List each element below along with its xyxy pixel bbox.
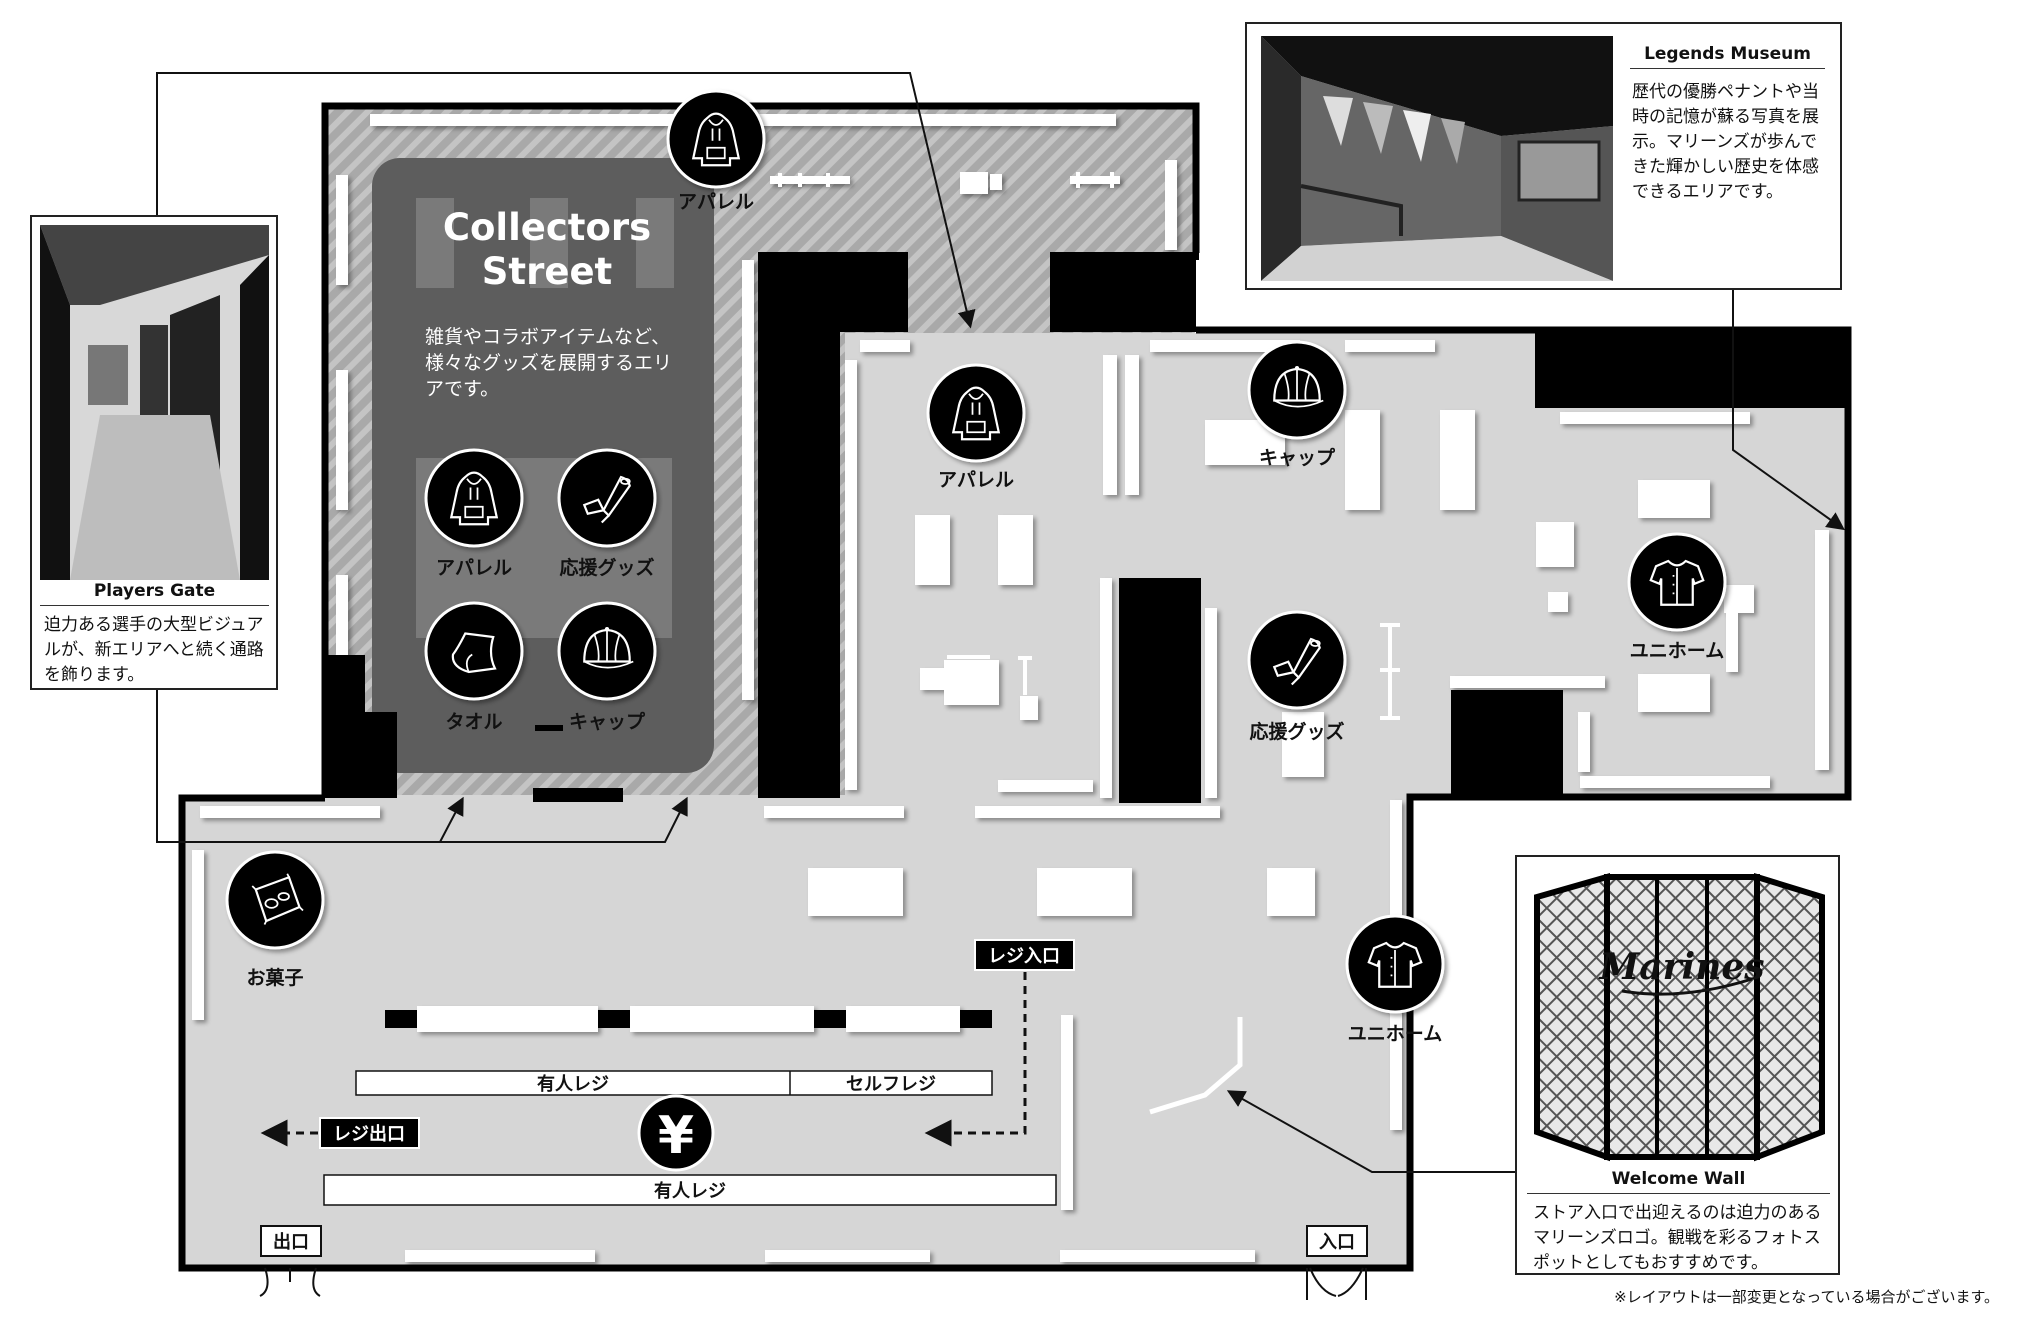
zone-cap-right: キャップ	[1247, 340, 1347, 469]
zone-markers: アパレル アパレル 応援グッズ タオル キャップ	[225, 89, 1727, 1045]
zone-uniform-right: ユニホーム	[1627, 532, 1727, 662]
zone-towel: タオル	[424, 601, 524, 733]
svg-text:入口: 入口	[1319, 1232, 1355, 1253]
svg-text:応援グッズ: 応援グッズ	[559, 556, 654, 579]
svg-text:アパレル: アパレル	[938, 469, 1014, 491]
entrance-door: 入口	[1306, 1225, 1368, 1300]
svg-text:出口: 出口	[273, 1231, 309, 1253]
register-area: 有人レジ セルフレジ 有人レジ ¥ レジ入口 レジ出口	[260, 939, 1075, 1206]
players-gate-photo	[40, 225, 269, 580]
svg-text:アパレル: アパレル	[436, 557, 512, 579]
zone-cheering-goods-collectors: 応援グッズ	[557, 448, 657, 579]
legends-museum-description: 歴代の優勝ペナントや当時の記憶が蘇る写真を展示。マリーンズが歩んできた輝かしい歴…	[1632, 82, 1819, 202]
svg-text:ユニホーム: ユニホーム	[1630, 640, 1724, 662]
callout-connectors	[156, 72, 1845, 1173]
svg-text:キャップ: キャップ	[569, 710, 646, 733]
zone-apparel-top: アパレル	[666, 89, 766, 213]
collectors-street-description: 雑貨やコラボアイテムなど、様々なグッズを展開するエリアです。	[425, 326, 673, 400]
svg-text:レジ入口: レジ入口	[988, 946, 1060, 967]
exit-door: 出口	[259, 1225, 322, 1297]
yen-icon: ¥	[637, 1094, 715, 1172]
welcome-wall-description: ストア入口で出迎えるのは迫力のあるマリーンズロゴ。観戦を彩るフォトスポットとして…	[1533, 1203, 1822, 1273]
svg-text:ユニホーム: ユニホーム	[1348, 1023, 1442, 1045]
fixtures	[192, 114, 1829, 1262]
players-gate-description: 迫力ある選手の大型ビジュアルが、新エリアへと続く通路を飾ります。	[44, 615, 264, 685]
marines-logo: Marines	[1597, 946, 1764, 988]
svg-text:レジ出口: レジ出口	[333, 1123, 405, 1145]
svg-text:キャップ: キャップ	[1259, 446, 1336, 469]
stands	[778, 172, 1400, 1115]
register-entrance-tag: レジ入口	[974, 939, 1075, 971]
wall-blocks	[325, 252, 1848, 1028]
self-register-label: セルフレジ	[846, 1074, 936, 1095]
players-gate-callout: Players Gate 迫力ある選手の大型ビジュアルが、新エリアへと続く通路を…	[30, 215, 278, 690]
zone-cap-collectors: キャップ	[557, 601, 657, 733]
legends-museum-title: Legends Museum	[1630, 44, 1825, 69]
zone-apparel-right: アパレル	[926, 363, 1026, 491]
players-gate-title: Players Gate	[40, 581, 269, 606]
register-counter-1	[355, 1070, 993, 1096]
legends-museum-photo	[1261, 36, 1613, 281]
welcome-wall-title: Welcome Wall	[1527, 1169, 1830, 1194]
svg-text:¥: ¥	[658, 1106, 694, 1166]
legends-museum-callout: Legends Museum 歴代の優勝ペナントや当時の記憶が蘇る写真を展示。マ…	[1245, 22, 1842, 290]
staffed-register-label: 有人レジ	[537, 1073, 609, 1095]
welcome-wall-photo: Marines	[1527, 867, 1830, 1167]
zone-snacks: お菓子	[225, 850, 325, 989]
svg-text:応援グッズ: 応援グッズ	[1249, 720, 1344, 743]
welcome-wall-callout: Marines Welcome Wall ストア入口で出迎えるのは迫力のあるマリ…	[1515, 855, 1840, 1275]
zone-apparel-collectors: アパレル	[424, 448, 524, 579]
register-counter-2	[323, 1174, 1057, 1206]
svg-text:アパレル: アパレル	[678, 191, 754, 213]
staffed-register-label-2: 有人レジ	[654, 1180, 726, 1202]
register-exit-tag: レジ出口	[319, 1117, 420, 1149]
layout-notice: ※レイアウトは一部変更となっている場合がございます。	[1614, 1288, 1999, 1306]
zone-uniform-bottom: ユニホーム	[1345, 914, 1445, 1045]
svg-text:お菓子: お菓子	[246, 966, 303, 989]
svg-text:タオル: タオル	[445, 711, 502, 733]
zone-cheering-goods-right: 応援グッズ	[1247, 610, 1347, 743]
collectors-street-title: Collectors Street	[442, 206, 652, 293]
